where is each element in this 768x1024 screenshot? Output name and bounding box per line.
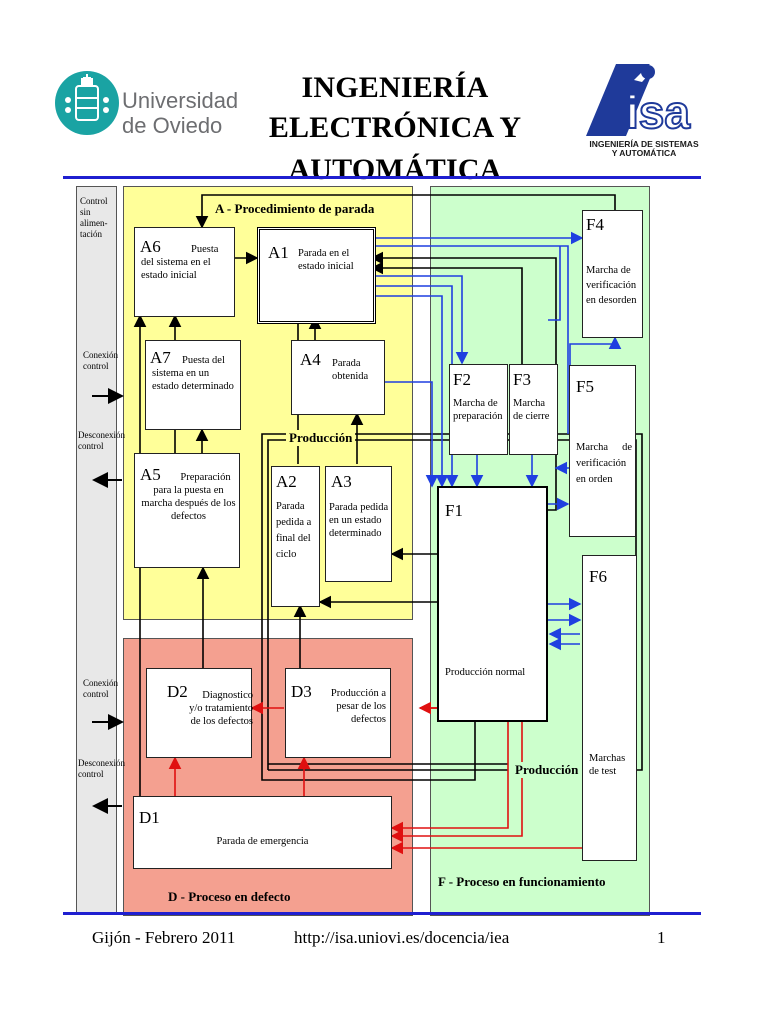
box-a7-text: Puesta del sistema en un estado determin… [152,355,234,392]
side-line: control [78,441,104,451]
produccion-label-top: Producción [286,430,356,446]
control-sin-alimentacion-label: Control sin alimen- tación [80,196,116,240]
university-name-line1: Universidad [122,88,239,113]
box-f3-code: F3 [513,370,531,389]
box-a5-code: A5 [140,465,161,484]
box-f5-code: F5 [576,377,594,396]
title-line1: INGENIERÍA ELECTRÓNICA Y [268,71,522,144]
desconexion-control-label-2: Desconexión control [78,758,125,780]
box-f1-text: Producción normal [445,667,526,678]
side-line: alimen- [80,218,108,228]
box-a5-text: Preparación para la puesta en marcha des… [141,472,236,522]
side-line: control [83,361,109,371]
header-rule [63,176,701,179]
box-d3-code: D3 [291,682,312,701]
isa-logo: isa [586,58,704,140]
box-a1-text: Parada en el estado inicial [298,248,354,272]
box-f5-text: Marcha de verificación en orden [576,442,632,485]
box-a5: A5 Preparación para la puesta en marcha … [134,453,240,568]
side-line: Desconexión [78,430,125,440]
box-a2: A2 Parada pedida a final del ciclo [271,466,320,607]
box-a3: A3 Parada pedida en un estado determinad… [325,466,392,582]
box-d1-text: Parada de emergencia [216,836,309,847]
side-line: tación [80,229,102,239]
box-d3-text: Producción a pesar de los defectos [330,688,386,725]
box-f3: F3 Marcha de cierre [509,364,558,455]
side-line: sin [80,207,91,217]
side-line: Desconexión [78,758,125,768]
box-d1: D1 Parada de emergencia [133,796,392,869]
box-d2-code: D2 [167,682,188,701]
box-d1-code: D1 [139,808,160,827]
box-a6: A6 Puesta del sistema en el estado inici… [134,227,235,317]
box-f1-code: F1 [445,501,463,520]
box-f6: F6 Marchas de test [582,555,637,861]
box-a4-text: Parada obtenida [332,358,369,382]
zone-a-label: A - Procedimiento de parada [215,201,375,216]
box-a3-text: Parada pedida en un estado determinado [329,502,389,539]
box-a6-text: Puesta del sistema en el estado inicial [141,244,219,281]
isa-logo-icon: isa [586,64,691,139]
red-flows [168,701,582,855]
box-f3-text: Marcha de cierre [513,398,550,422]
box-f5: F5 Marcha de verificación en orden [569,365,636,537]
svg-text:isa: isa [626,86,690,138]
box-a7-code: A7 [150,348,171,367]
zone-d-label: D - Proceso en defecto [168,889,291,904]
box-a4: A4 Parada obtenida [291,340,385,415]
footer-page-number: 1 [657,928,666,947]
title-line2: AUTOMÁTICA [288,153,502,186]
box-f4-code: F4 [586,215,604,234]
university-name: Universidad de Oviedo [122,88,238,138]
box-a1-code: A1 [268,243,289,262]
university-seal-icon [55,71,119,135]
box-a4-code: A4 [300,350,321,369]
box-a3-code: A3 [331,472,352,491]
isa-subtitle-line1: INGENIERÍA DE SISTEMAS [589,139,699,149]
produccion-label-bottom: Producción [512,762,582,778]
university-of-oviedo-logo [54,70,204,136]
footer-rule [63,912,701,915]
box-f2-text: Marcha de preparación [453,398,503,422]
footer-url[interactable]: http://isa.uniovi.es/docencia/iea [294,928,510,947]
box-d2-text: Diagnostico y/o tratamiento de los defec… [189,690,253,727]
box-a6-code: A6 [140,237,161,256]
box-f4: F4 Marcha de verificación en desorden [582,210,643,338]
page-title: INGENIERÍA ELECTRÓNICA Y AUTOMÁTICA [200,68,590,190]
box-f6-code: F6 [589,567,607,586]
side-control-column [76,186,117,915]
box-a1: A1 Parada en el estado inicial [257,227,376,324]
box-f2-code: F2 [453,370,471,389]
box-a2-code: A2 [276,472,297,491]
isa-subtitle: INGENIERÍA DE SISTEMAS Y AUTOMÁTICA [586,140,702,158]
box-f2: F2 Marcha de preparación [449,364,508,455]
conexion-control-label-2: Conexión control [83,678,118,700]
university-name-line2: de Oviedo [122,113,223,138]
isa-subtitle-line2: Y AUTOMÁTICA [611,148,677,158]
side-line: control [83,689,109,699]
conexion-control-label-1: Conexión control [83,350,118,372]
side-line: Conexión [83,678,118,688]
side-line: Conexión [83,350,118,360]
side-line: control [78,769,104,779]
side-line: Control [80,196,108,206]
box-f4-text: Marcha de verificación en desorden [586,265,637,306]
box-a7: A7 Puesta del sistema en un estado deter… [145,340,241,430]
box-d2: D2 Diagnostico y/o tratamiento de los de… [146,668,253,758]
footer-date: Gijón - Febrero 2011 [92,928,236,947]
box-f1: F1 Producción normal [437,486,548,722]
box-a2-text: Parada pedida a final del ciclo [276,501,312,560]
box-d3: D3 Producción a pesar de los defectos [285,668,391,758]
box-f6-text: Marchas de test [589,753,626,777]
desconexion-control-label-1: Desconexión control [78,430,125,452]
zone-f-label: F - Proceso en funcionamiento [438,874,606,889]
side-arrows [92,388,124,814]
